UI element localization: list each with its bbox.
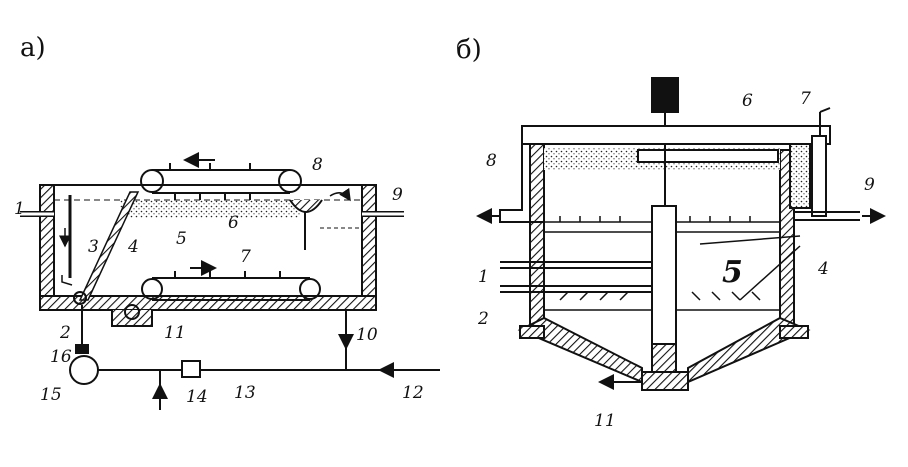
inlet-pipes [500, 261, 652, 293]
callout-a-11: 11 [164, 323, 186, 343]
callout-a-14: 14 [186, 387, 208, 407]
callout-a-10: 10 [356, 325, 378, 345]
callout-b-7: 7 [800, 89, 811, 109]
callout-b-9: 9 [864, 175, 875, 195]
callout-b-11: 11 [594, 411, 616, 431]
callout-a-12: 12 [402, 383, 424, 403]
callout-b-2: 2 [477, 309, 489, 329]
tank-b-walls [517, 143, 811, 391]
aeration-grids [544, 216, 801, 311]
callout-a-13: 13 [234, 383, 256, 403]
callout-b-4: 4 [817, 259, 829, 279]
callout-b-1: 1 [478, 267, 489, 287]
callout-a-9: 9 [392, 185, 403, 205]
callout-a-1: 1 [14, 199, 25, 219]
bottom-scraper [141, 260, 321, 301]
skimmer [637, 149, 779, 163]
central-shaft [651, 144, 677, 373]
panel-a-label: а) [20, 33, 46, 63]
panel-b-callouts: 1 2 4 5 6 7 8 9 11 [477, 89, 875, 431]
panel-a-callouts: 1 2 3 4 5 6 7 8 9 10 11 12 13 14 15 16 [14, 155, 424, 407]
callout-a-8: 8 [312, 155, 323, 175]
callout-b-6: 6 [742, 91, 753, 111]
callout-b-5: 5 [722, 255, 743, 290]
callout-b-8: 8 [486, 151, 497, 171]
callout-a-7: 7 [240, 247, 251, 267]
foam-layer-a [120, 200, 300, 218]
top-scraper [140, 152, 302, 200]
callout-a-3: 3 [88, 237, 99, 257]
panel-b: б) [456, 35, 886, 431]
callout-a-16: 16 [50, 347, 72, 367]
callout-a-15: 15 [40, 385, 62, 405]
bridge-beam [521, 125, 831, 145]
pipework-a [69, 305, 440, 410]
panel-b-label: б) [456, 35, 482, 65]
callout-a-5: 5 [176, 229, 187, 249]
motor [651, 77, 679, 126]
callout-a-6: 6 [228, 213, 239, 233]
callout-a-2: 2 [59, 323, 71, 343]
callout-a-4: 4 [127, 237, 139, 257]
panel-a: а) [14, 33, 440, 410]
